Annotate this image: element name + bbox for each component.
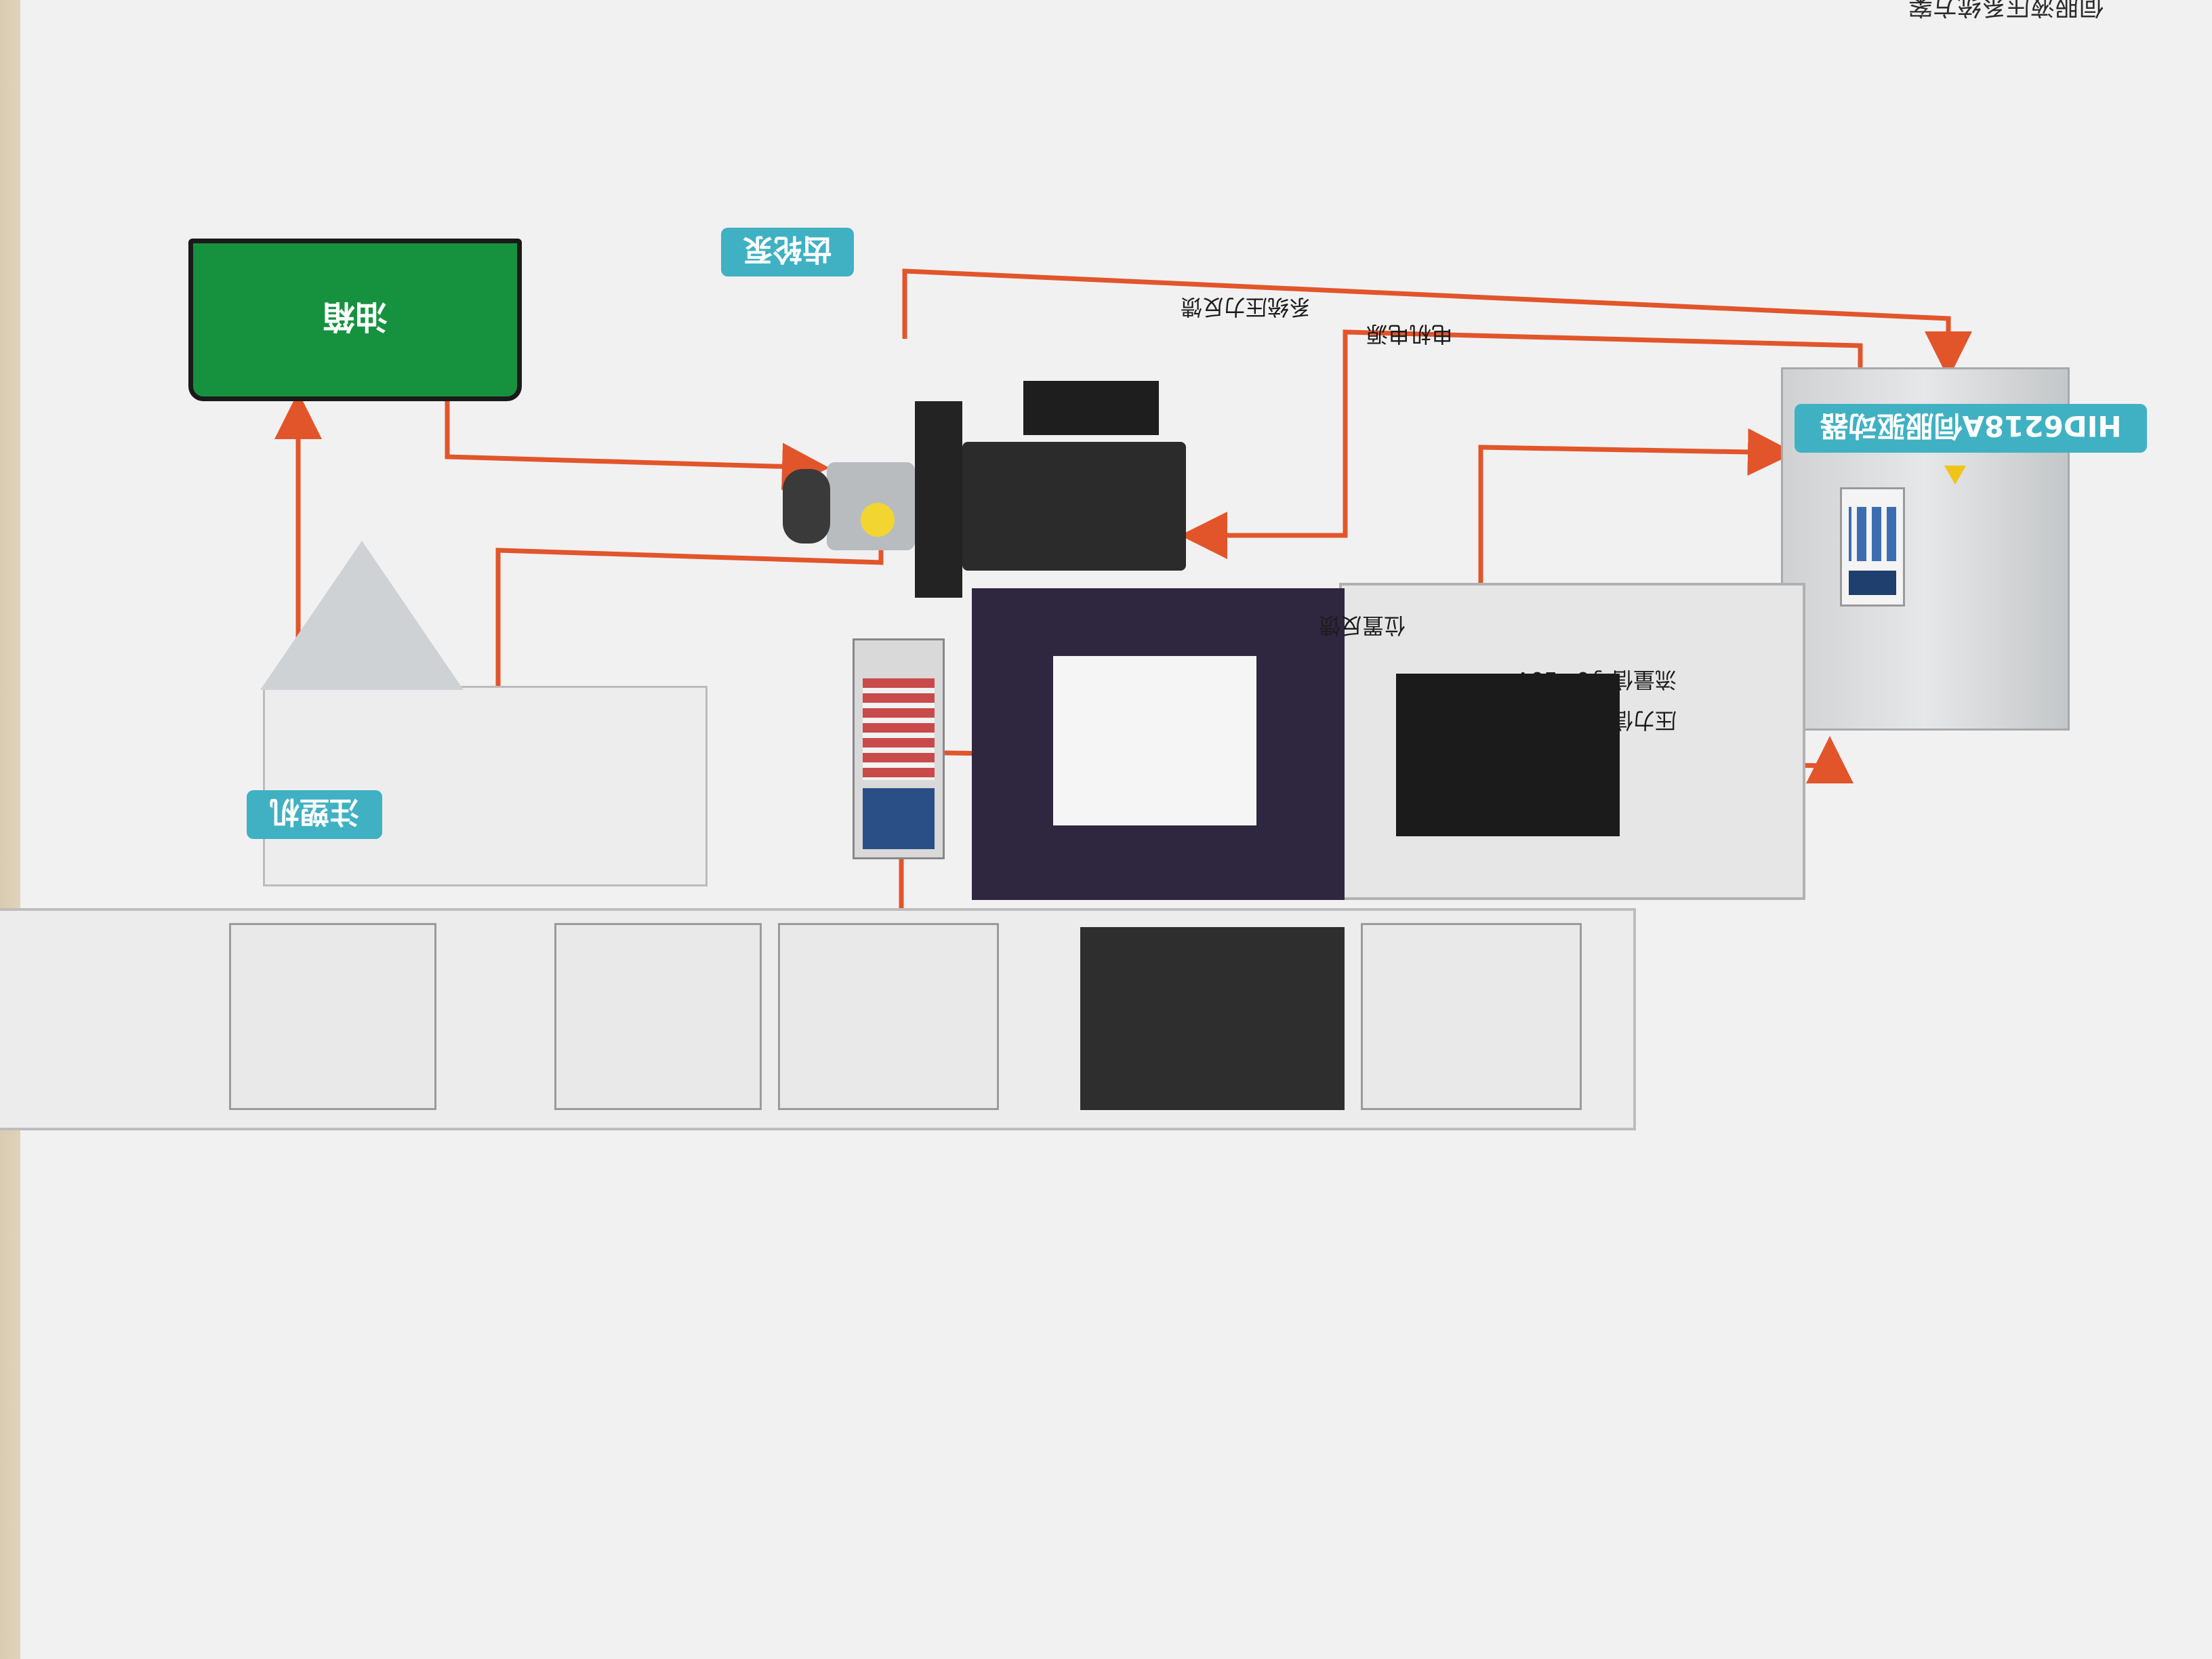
machine-panel-1: [1361, 923, 1582, 1110]
control-panel: [853, 638, 945, 859]
safety-door: [1339, 583, 1805, 900]
label-position-feedback: 位置反馈: [1318, 613, 1406, 638]
drive-buttons: [1849, 507, 1896, 561]
drive-display: [1849, 571, 1896, 595]
machine-panel-3: [778, 923, 999, 1110]
machine-panel-4: [554, 923, 762, 1110]
servo-drive-tag: HID6218A伺服驱动器: [1795, 404, 2147, 453]
label-system-pressure-feedback: 系统压力反馈: [1180, 294, 1311, 320]
arrow-system-pressure-feedback: [902, 268, 1972, 379]
label-flow-signal: 流量信号0~10V: [1515, 667, 1677, 693]
page-header-fragment: 伺服液压系统方案: [1908, 0, 2104, 20]
machine-panel-2: [1080, 927, 1345, 1110]
label-pressure-signal: 压力信号0~10V: [1515, 708, 1677, 733]
warning-icon: [1944, 466, 1966, 485]
gear-pump-tag: 齿轮泵: [721, 228, 854, 276]
machine-panel-5: [229, 923, 436, 1110]
label-motor-power: 电机电源: [1366, 321, 1453, 347]
injection-unit: [263, 686, 708, 886]
drive-keypad: [1840, 487, 1905, 607]
mold-door: [972, 588, 1345, 900]
injection-machine-tag: 注塑机: [247, 790, 382, 839]
arrow-tank-to-pump: [445, 401, 830, 491]
hopper: [260, 541, 464, 690]
arrow-motor-power: [1180, 329, 1863, 559]
